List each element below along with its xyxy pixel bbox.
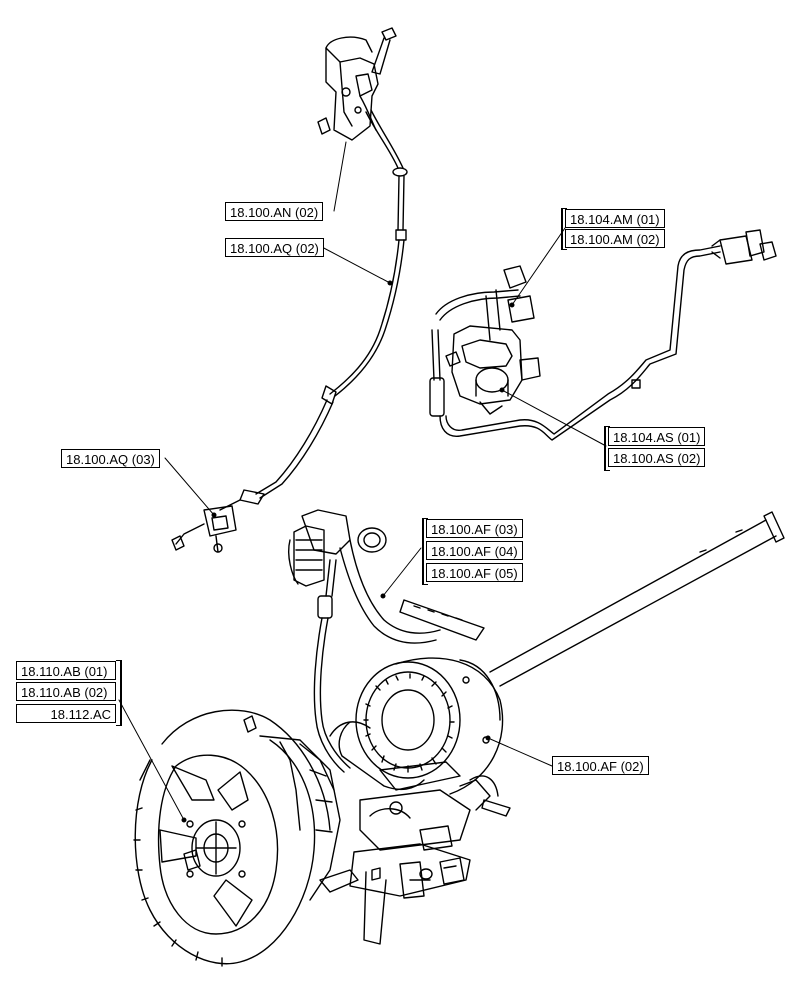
callout-18-100-af-03: 18.100.AF (03): [426, 519, 523, 538]
clutch-pack: [329, 657, 504, 795]
cable-end-bracket: [171, 505, 237, 553]
callout-18-100-aq-03: 18.100.AQ (03): [61, 449, 160, 468]
callout-18-100-af-02: 18.100.AF (02): [552, 756, 649, 775]
hydraulic-pipe: [439, 229, 777, 441]
shift-cable: [219, 109, 408, 511]
bracket-af: [422, 518, 428, 585]
bracket-as: [604, 426, 610, 471]
bracket-am: [561, 208, 567, 250]
shift-lever-assembly: [317, 27, 397, 141]
flywheel-clutch: [133, 709, 359, 967]
callout-18-104-am-01: 18.104.AM (01): [565, 209, 665, 228]
drive-shaft: [489, 511, 785, 687]
gear-mechanism: [349, 761, 511, 945]
callout-18-100-am-02: 18.100.AM (02): [565, 229, 665, 248]
bracket-ab: [116, 660, 122, 726]
callout-18-100-an-02: 18.100.AN (02): [225, 202, 324, 221]
callout-18-100-af-05: 18.100.AF (05): [426, 563, 523, 582]
leader-lines: [118, 141, 607, 823]
callout-18-110-ab-02: 18.110.AB (02): [16, 682, 116, 701]
callout-18-104-as-01: 18.104.AS (01): [608, 427, 706, 446]
clutch-pedal-assembly: [288, 509, 485, 773]
callout-18-100-as-02: 18.100.AS (02): [608, 448, 706, 467]
callout-18-100-af-04: 18.100.AF (04): [426, 541, 523, 560]
callout-18-112-ac: 18.112.AC: [16, 704, 116, 723]
callout-18-110-ab-01: 18.110.AB (01): [16, 661, 116, 680]
callout-18-100-aq-02: 18.100.AQ (02): [225, 238, 324, 257]
hydraulic-valve-assembly: [429, 265, 541, 417]
